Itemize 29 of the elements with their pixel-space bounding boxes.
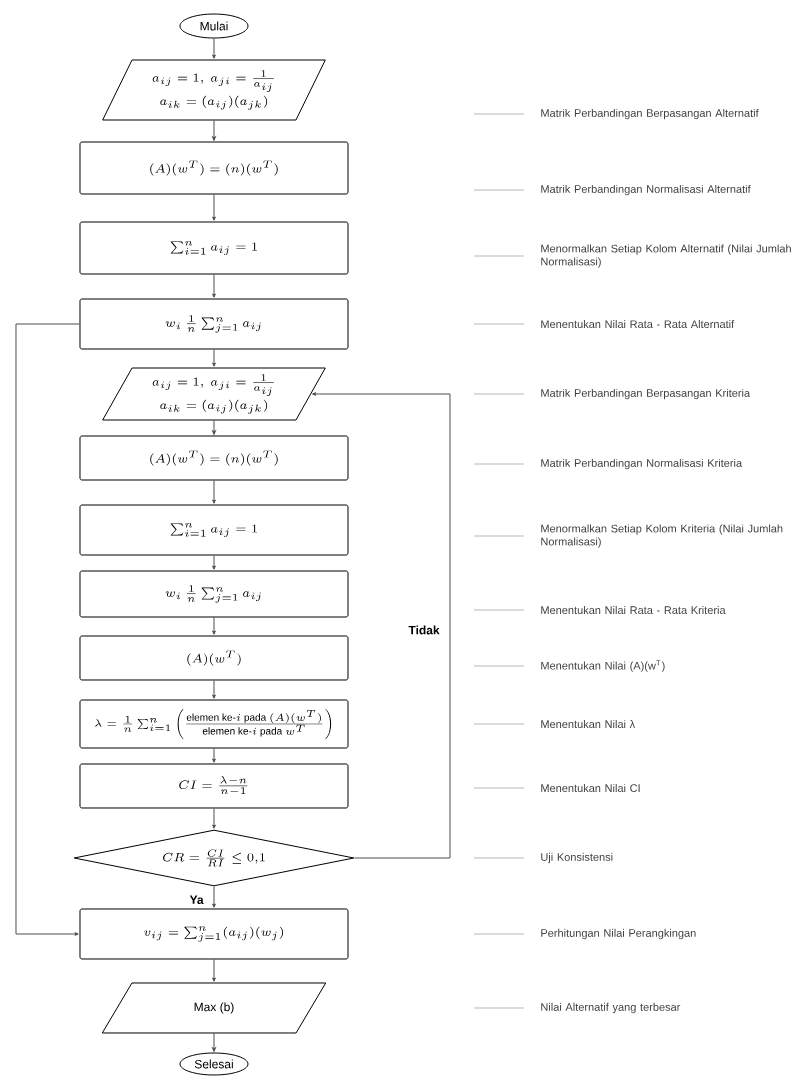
arrow bbox=[212, 748, 216, 763]
process-box: $\sum_{i=1}^{n} a_{ij} = 1$ bbox=[79, 221, 349, 275]
arrow bbox=[212, 480, 216, 504]
arrow bbox=[312, 392, 451, 859]
process-box: $(A)(w^T) = (n)(w^T)$ bbox=[79, 141, 349, 195]
process-box: $CI = \frac{\lambda - n}{n-1}$ bbox=[79, 763, 349, 809]
arrow bbox=[212, 274, 216, 298]
process-box: $v_{ij} = \sum_{j=1}^{n}(a_{ij})(w_j)$ bbox=[79, 908, 349, 960]
arrow bbox=[212, 120, 216, 141]
arrow bbox=[212, 420, 216, 435]
process-box: $(A)(w^T)$ bbox=[79, 635, 349, 681]
arrow bbox=[15, 323, 80, 936]
process-box: $(A)(w^T) = (n)(w^T)$ bbox=[79, 435, 349, 481]
process-box: $w_i\,\frac{1}{n}\sum_{j=1}^{n} a_{ij}$ bbox=[79, 570, 349, 618]
process-box: $w_i\,\frac{1}{n}\sum_{j=1}^{n} a_{ij}$ bbox=[79, 298, 349, 350]
input-parallelogram: $a_{ij} = 1,\ a_{ji} = \frac{1}{a_{ij}}$ $a_{ik} = (a_{ij})(a_{jk})$ bbox=[102, 367, 326, 421]
arrow bbox=[212, 38, 216, 59]
input-parallelogram: $a_{ij} = 1,\ a_{ji} = \frac{1}{a_{ij}}$ $a_{ik} = (a_{ij})(a_{jk})$ bbox=[102, 59, 326, 121]
arrow bbox=[212, 555, 216, 570]
arrow bbox=[212, 349, 216, 367]
process-box: $\lambda = \frac{1}{n}\sum_{i=1}^{n}\left(\frac{\mbox{elemen ke-}i\mbox{ pada }(A)(w^T)}{\mbox{elemen ke-}i\mbox{ pada }w^T}\right)$ bbox=[79, 699, 349, 749]
arrow bbox=[212, 680, 216, 699]
arrow bbox=[212, 1033, 216, 1052]
arrow bbox=[212, 194, 216, 221]
arrow bbox=[212, 808, 216, 829]
arrow bbox=[212, 617, 216, 635]
arrow bbox=[212, 886, 216, 908]
process-box: $\sum_{i=1}^{n} a_{ij} = 1$ bbox=[79, 504, 349, 556]
arrow bbox=[212, 959, 216, 982]
